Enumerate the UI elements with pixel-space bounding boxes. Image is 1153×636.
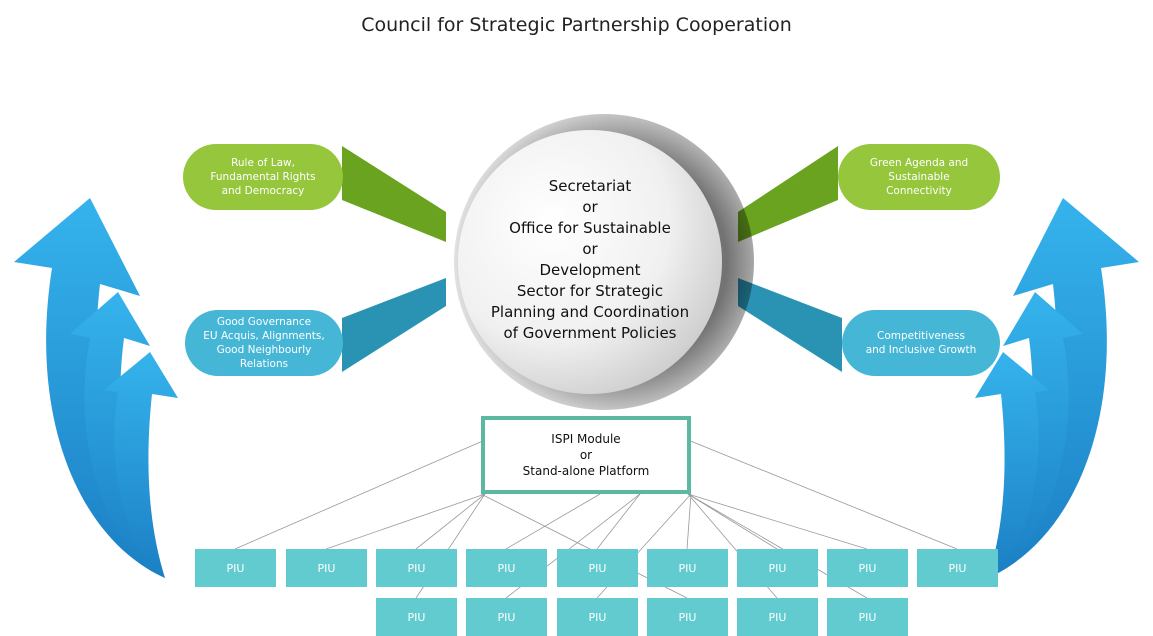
- pill-good-governance-label: Good Governance EU Acquis, Alignments, G…: [203, 316, 325, 370]
- piu-box: PIU: [376, 549, 457, 587]
- pill-competitiveness-label: Competitiveness and Inclusive Growth: [865, 330, 977, 356]
- piu-box: PIU: [737, 549, 818, 587]
- piu-box: PIU: [286, 549, 367, 587]
- left-arrows: [14, 198, 178, 578]
- pill-competitiveness: Competitiveness and Inclusive Growth: [842, 310, 1000, 376]
- connector-line: [687, 493, 868, 550]
- connector-line: [234, 439, 486, 550]
- piu-box: PIU: [827, 549, 908, 587]
- connector-rule-of-law: [342, 146, 446, 242]
- piu-box: PIU: [737, 598, 818, 636]
- connector-green-agenda: [738, 146, 838, 242]
- piu-box: PIU: [557, 549, 638, 587]
- connector-competitiveness: [738, 278, 842, 372]
- diagram-title: Council for Strategic Partnership Cooper…: [361, 14, 792, 36]
- piu-box: PIU: [466, 598, 547, 636]
- piu-box: PIU: [647, 598, 728, 636]
- center-circle: [458, 130, 722, 394]
- connector-line: [687, 493, 778, 550]
- right-arrows: [975, 198, 1139, 578]
- connector-good-governance: [342, 278, 446, 372]
- pill-rule-of-law: Rule of Law, Fundamental Rights and Demo…: [183, 144, 343, 210]
- left-arrow-small: [104, 352, 178, 578]
- piu-box: PIU: [647, 549, 728, 587]
- pill-good-governance: Good Governance EU Acquis, Alignments, G…: [185, 310, 343, 376]
- connector-line: [686, 493, 692, 550]
- center-circle-text: Secretariat or Office for Sustainable or…: [490, 177, 690, 342]
- pill-green-agenda: Green Agenda and Sustainable Connectivit…: [838, 144, 1000, 210]
- connector-line: [505, 493, 601, 550]
- piu-box: PIU: [557, 598, 638, 636]
- piu-box: PIU: [917, 549, 998, 587]
- connector-line: [415, 493, 486, 550]
- right-arrow-small: [975, 352, 1049, 578]
- connector-line: [596, 493, 641, 550]
- ispi-module-box: ISPI Module or Stand-alone Platform: [481, 416, 691, 494]
- pill-rule-of-law-label: Rule of Law, Fundamental Rights and Demo…: [210, 157, 316, 197]
- piu-box: PIU: [466, 549, 547, 587]
- piu-box: PIU: [827, 598, 908, 636]
- piu-box: PIU: [376, 598, 457, 636]
- piu-box: PIU: [195, 549, 276, 587]
- pill-green-agenda-label: Green Agenda and Sustainable Connectivit…: [869, 157, 969, 197]
- connector-line: [687, 439, 958, 550]
- connector-line: [325, 493, 486, 550]
